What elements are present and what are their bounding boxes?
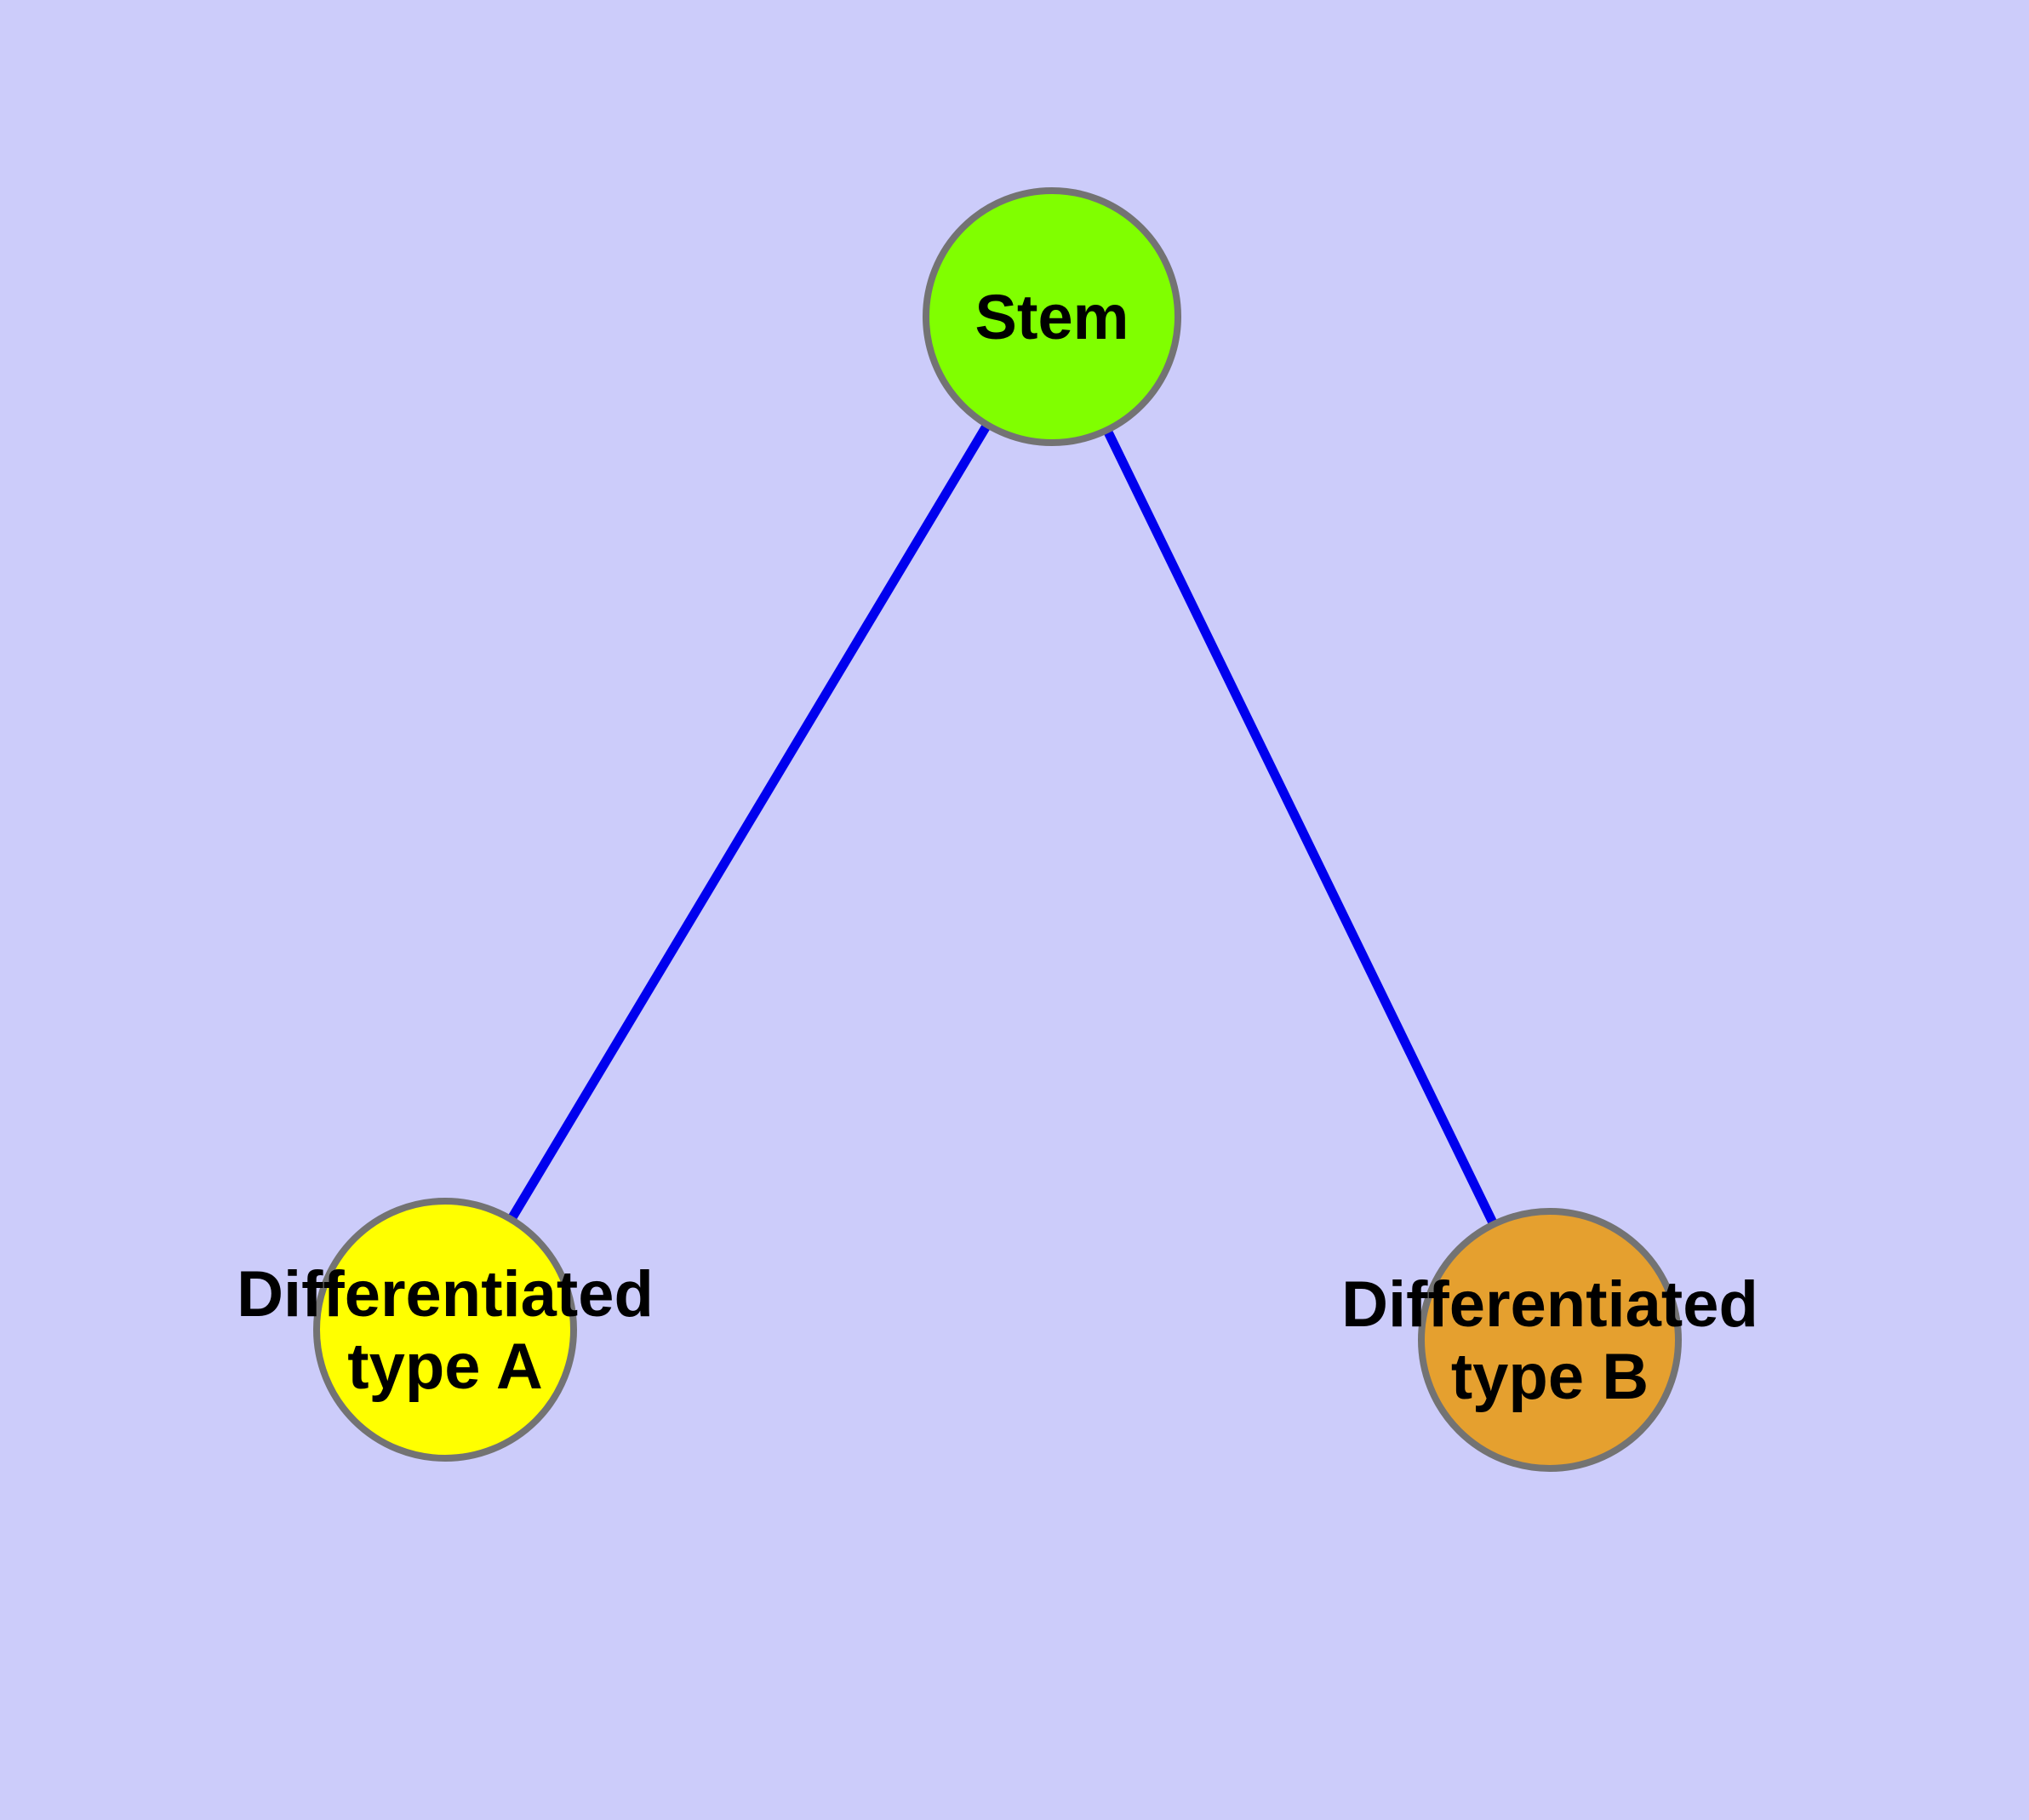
edges-layer (441, 314, 1554, 1342)
nodes-layer (313, 187, 1682, 1472)
graph-node-diff_a[interactable] (313, 1198, 577, 1462)
graph-node-label-line: Differentiated (1341, 1268, 1758, 1341)
graph-node-label-line: type A (347, 1331, 542, 1403)
graph-edge-stem-to-diff-b[interactable] (1048, 314, 1554, 1342)
graph-node-label-stem: Stem (975, 282, 1129, 352)
graph-node-label-line: Differentiated (237, 1258, 654, 1331)
graph-node-diff_b[interactable] (1418, 1208, 1682, 1472)
graph-edge-stem-to-diff-a[interactable] (441, 314, 1056, 1332)
graph-node-label-line: Stem (975, 282, 1129, 352)
graph-node-label-line: type B (1451, 1341, 1649, 1413)
graph-node-stem[interactable] (923, 187, 1181, 446)
